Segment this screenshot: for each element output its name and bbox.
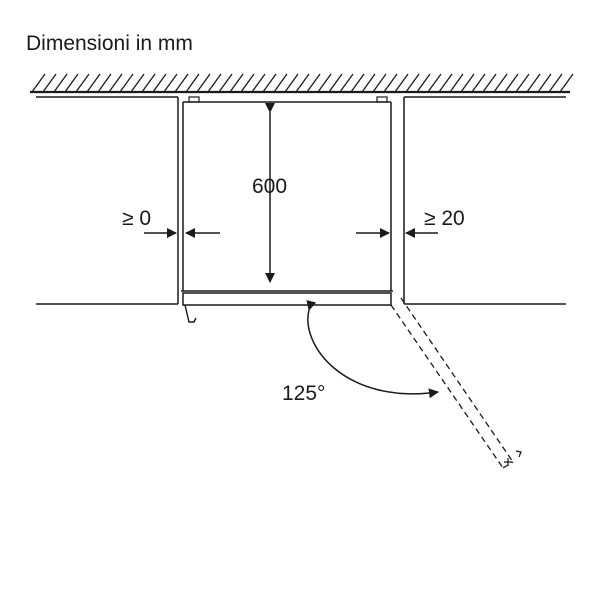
hatch-line [218,73,233,93]
hatch-line [152,73,167,93]
hatch-line [416,73,431,93]
door-angle-arc [306,300,439,399]
hatch-line [537,73,552,93]
hatch-line [405,73,420,93]
hatch-line [42,73,57,93]
hatch-line [97,73,112,93]
hatch-line [185,73,200,93]
hatch-line [394,73,409,93]
hatch-line [295,73,310,93]
hatch-line [273,73,288,93]
hatch-line [251,73,266,93]
hatch-line [284,73,299,93]
door-handle [184,304,197,323]
hatch-line [328,73,343,93]
hatch-line [317,73,332,93]
hatch-line [207,73,222,93]
door-angle-label: 125° [282,382,325,405]
hatch-line [548,73,563,93]
hatch-line [86,73,101,93]
hatch-line [361,73,376,93]
hatch-line [438,73,453,93]
hatch-line [240,73,255,93]
hatch-line [306,73,321,93]
door-open-hinge-detail [504,450,522,466]
hatch-line [482,73,497,93]
hatch-line [372,73,387,93]
hatch-line [130,73,145,93]
hatch-line [163,73,178,93]
right-gap-label: ≥ 20 [424,207,465,230]
depth-label: 600 [252,175,287,198]
door-closed [182,292,392,306]
rear-wall [30,73,574,94]
right-cabinet [403,96,566,305]
hatch-line [75,73,90,93]
hatch-line [119,73,134,93]
hatch-line [493,73,508,93]
hatch-line [64,73,79,93]
hatch-line [196,73,211,93]
left-cabinet [36,96,179,305]
wall-hatching [31,73,574,93]
hatch-line [471,73,486,93]
hatch-line [229,73,244,93]
hatch-line [460,73,475,93]
hatch-line [31,73,46,93]
hatch-line [559,73,574,93]
hatch-line [449,73,464,93]
hatch-line [108,73,123,93]
left-gap-label: ≥ 0 [122,207,151,230]
diagram-title: Dimensioni in mm [26,32,193,55]
hatch-line [515,73,530,93]
hatch-line [427,73,442,93]
hatch-line [53,73,68,93]
hatch-line [526,73,541,93]
appliance-body [181,96,393,306]
hatch-line [350,73,365,93]
hatch-line [383,73,398,93]
hatch-line [262,73,277,93]
hatch-line [504,73,519,93]
door-open-outline [390,297,514,469]
hatch-line [174,73,189,93]
hatch-line [141,73,156,93]
hatch-line [339,73,354,93]
